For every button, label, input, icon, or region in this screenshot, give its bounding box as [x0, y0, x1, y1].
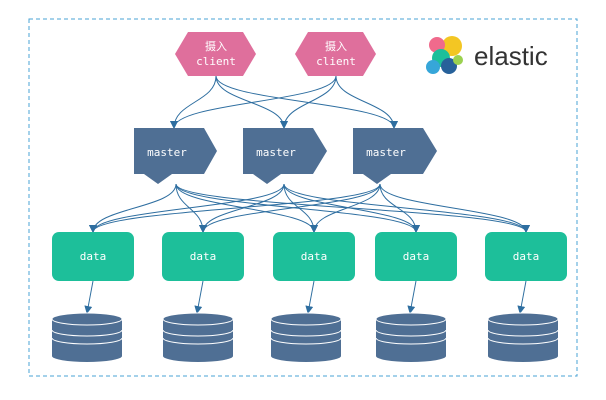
client-node-label: client: [316, 55, 356, 68]
data-node-shape: [162, 232, 244, 281]
disk-icon: [487, 312, 559, 362]
connection-arrow: [175, 183, 420, 233]
data-node: data: [162, 232, 244, 281]
master-node-label: master: [147, 146, 187, 159]
elastic-logo-text: elastic: [474, 41, 548, 71]
master-node: master: [353, 128, 437, 184]
master-node-shape: [243, 128, 327, 184]
connection-arrow: [199, 183, 285, 233]
data-node-shape: [375, 232, 457, 281]
disk-icon: [375, 312, 447, 362]
storage-arrow: [305, 280, 315, 314]
connection-arrow: [335, 75, 398, 129]
data-node-label: data: [190, 250, 217, 263]
data-node-shape: [52, 232, 134, 281]
client-node-label: client: [196, 55, 236, 68]
storage-arrow: [84, 280, 94, 314]
client-node-shape: [295, 32, 376, 76]
connections: [84, 75, 530, 314]
client-node-shape: [175, 32, 256, 76]
connection-arrow: [310, 183, 381, 233]
connection-arrow: [170, 75, 217, 129]
storage-arrow: [517, 280, 527, 314]
data-node-label: data: [403, 250, 430, 263]
data-node: data: [485, 232, 567, 281]
storage-arrow: [194, 280, 204, 314]
disk-group: [51, 312, 559, 362]
data-node: data: [52, 232, 134, 281]
data-node-shape: [485, 232, 567, 281]
data-node-shape: [273, 232, 355, 281]
connection-arrow: [280, 75, 337, 129]
disk-icon: [51, 312, 123, 362]
storage-arrow: [407, 280, 417, 314]
connection-arrow: [89, 183, 285, 233]
connection-arrow: [379, 183, 420, 233]
client-node: 摄入 client: [295, 32, 376, 76]
elastic-logo-icon: [426, 36, 463, 74]
master-node-label: master: [366, 146, 406, 159]
connection-arrow: [89, 183, 381, 233]
client-node-label-cn: 摄入: [325, 39, 347, 53]
data-node: data: [273, 232, 355, 281]
data-node-label: data: [513, 250, 540, 263]
connection-arrow: [283, 183, 420, 233]
master-node: master: [243, 128, 327, 184]
client-node: 摄入 client: [175, 32, 256, 76]
master-node: master: [134, 128, 217, 184]
connection-arrow: [215, 75, 288, 129]
connection-arrow: [199, 183, 381, 233]
client-node-label-cn: 摄入: [205, 39, 227, 53]
master-node-shape: [353, 128, 437, 184]
connection-arrow: [170, 75, 337, 129]
disk-icon: [162, 312, 234, 362]
data-node-label: data: [301, 250, 328, 263]
connection-arrow: [283, 183, 530, 233]
connection-arrow: [379, 183, 530, 233]
data-node: data: [375, 232, 457, 281]
master-node-label: master: [256, 146, 296, 159]
elastic-logo: elastic: [426, 36, 548, 74]
data-node-label: data: [80, 250, 107, 263]
master-node-shape: [134, 128, 217, 184]
connection-arrow: [215, 75, 398, 129]
cluster-boundary: [28, 18, 578, 377]
connection-arrow: [89, 183, 177, 233]
disk-icon: [270, 312, 342, 362]
